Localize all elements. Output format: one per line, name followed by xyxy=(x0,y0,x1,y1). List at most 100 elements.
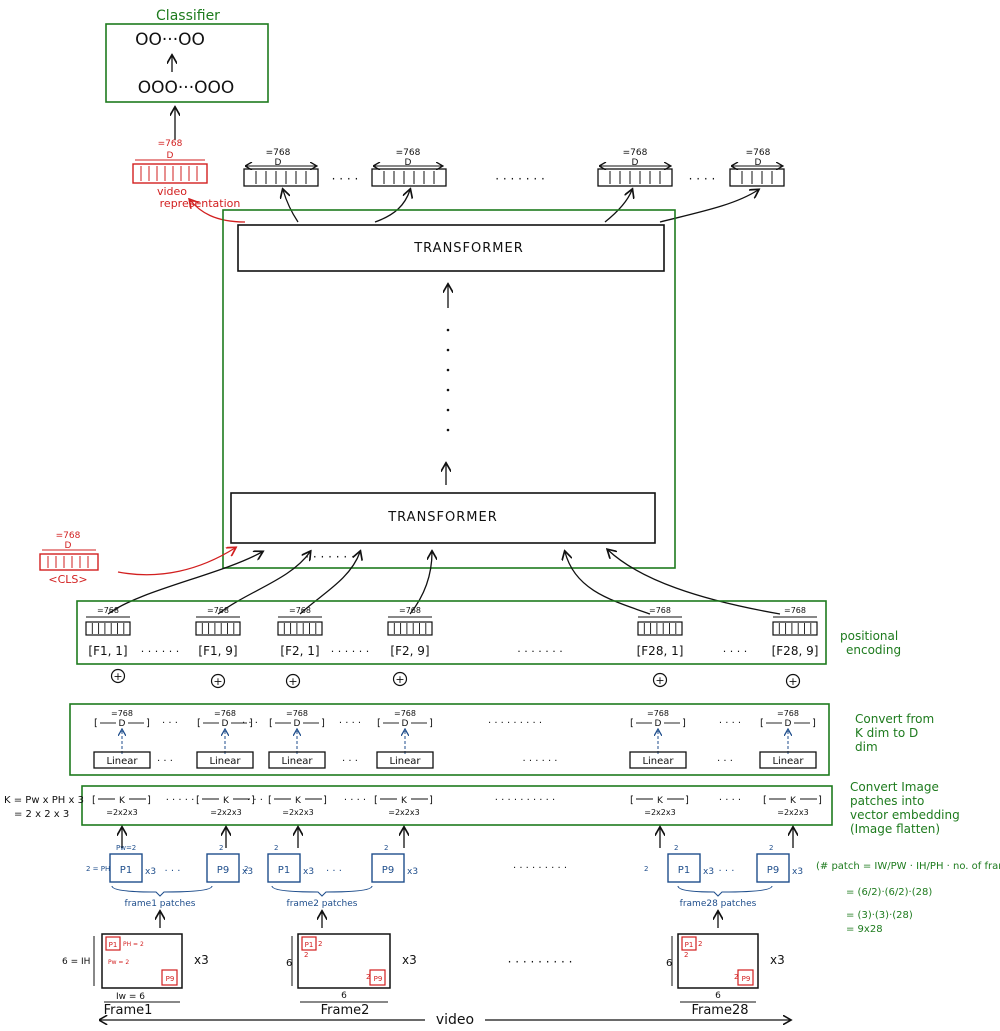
linear-box-unit xyxy=(759,751,817,769)
svg-text:]: ] xyxy=(146,718,150,729)
svg-text:2: 2 xyxy=(734,973,738,981)
svg-text:K: K xyxy=(119,796,126,806)
svg-text:P1: P1 xyxy=(278,865,290,876)
token-vector xyxy=(277,621,323,636)
svg-text:x3: x3 xyxy=(703,867,714,877)
linear-label: Linear xyxy=(642,756,674,767)
svg-text:P9: P9 xyxy=(166,975,175,983)
svg-text:=768: =768 xyxy=(396,148,421,158)
svg-text:· · · · · · · ·: · · · · · · · · · xyxy=(488,718,542,729)
flatten-note-4: (Image flatten) xyxy=(850,822,940,836)
svg-text:K: K xyxy=(790,796,797,806)
svg-text:P9: P9 xyxy=(374,975,383,983)
svg-text:x3: x3 xyxy=(407,867,418,877)
video-rep-vector xyxy=(132,163,208,184)
transformer-stack-box xyxy=(222,209,676,569)
svg-text:]: ] xyxy=(251,795,255,806)
svg-text:P1: P1 xyxy=(120,865,132,876)
video-rep-arrow xyxy=(190,200,246,223)
svg-text:=2x2x3: =2x2x3 xyxy=(777,808,808,817)
patch-count-formula: (# patch = IW/PW · IH/PH · no. of frames… xyxy=(816,861,1000,935)
svg-text:2: 2 xyxy=(674,844,678,852)
input-arrows xyxy=(107,550,781,615)
svg-text:=2x2x3: =2x2x3 xyxy=(388,808,419,817)
svg-text:P9: P9 xyxy=(382,865,394,876)
k-formula-2: = 2 x 2 x 3 xyxy=(14,809,69,820)
frame-box xyxy=(677,933,759,989)
svg-text:x3: x3 xyxy=(242,867,253,877)
svg-text:=2x2x3: =2x2x3 xyxy=(106,808,137,817)
token-vector xyxy=(772,621,818,636)
svg-text:[: [ xyxy=(269,718,273,729)
svg-text:]: ] xyxy=(323,795,327,806)
patch-group-label: frame1 patches xyxy=(125,899,196,909)
positional-label-1: positional xyxy=(840,629,898,643)
flatten-note-3: vector embedding xyxy=(850,808,960,822)
svg-text:x3: x3 xyxy=(402,953,417,967)
transformer-bottom-label: TRANSFORMER xyxy=(387,510,498,525)
positional-plus-signs: ++++++ xyxy=(110,668,801,689)
token-d-size: =768 xyxy=(784,606,806,615)
svg-text:· · · · · · ·: · · · · · · · xyxy=(495,172,545,186)
svg-text:2: 2 xyxy=(244,865,248,873)
svg-text:K: K xyxy=(657,796,664,806)
svg-text:=768: =768 xyxy=(777,709,799,718)
linear-label: Linear xyxy=(281,756,313,767)
token-vector xyxy=(195,621,241,636)
svg-text:2 = PH: 2 = PH xyxy=(86,865,110,873)
svg-text:x3: x3 xyxy=(303,867,314,877)
positional-encoding-block: positional encoding =768[F1, 1]=768[F1, … xyxy=(76,600,901,689)
video-rep-label-1: video xyxy=(157,185,187,198)
cls-token: =768 D <CLS> xyxy=(39,531,235,586)
svg-text:· · ·: · · · xyxy=(242,718,258,729)
cls-arrow xyxy=(117,548,235,576)
svg-text:+: + xyxy=(395,673,404,686)
svg-text:Pw=2: Pw=2 xyxy=(116,844,136,852)
token-d-size: =768 xyxy=(97,606,119,615)
svg-text:· · · · · · · ·: · · · · · · · · · xyxy=(508,955,573,969)
svg-text:· · · ·: · · · · xyxy=(723,645,747,658)
plus-sign-1: + xyxy=(110,668,126,684)
patch-p9 xyxy=(206,853,240,883)
svg-text:2: 2 xyxy=(366,973,370,981)
linear-units: =768D[]Linear=768D[]Linear=768D[]Linear=… xyxy=(93,709,817,769)
svg-text:=768: =768 xyxy=(214,709,236,718)
linear-box-unit xyxy=(376,751,434,769)
svg-text:=768: =768 xyxy=(647,709,669,718)
svg-text:]: ] xyxy=(818,795,822,806)
flatten-note-2: patches into xyxy=(850,794,924,808)
svg-text:[: [ xyxy=(630,795,634,806)
svg-text:2: 2 xyxy=(274,844,278,852)
frame-box xyxy=(101,933,183,989)
svg-text:]: ] xyxy=(147,795,151,806)
linear-note-3: dim xyxy=(855,740,878,754)
svg-text:· · · · · ·: · · · · · · xyxy=(331,645,369,658)
svg-text:=768: =768 xyxy=(56,531,81,541)
svg-text:· · · · · · · · · ·: · · · · · · · · · · xyxy=(495,795,555,806)
svg-text:=768: =768 xyxy=(266,148,291,158)
svg-text:P1: P1 xyxy=(305,941,314,949)
svg-text:=768: =768 xyxy=(623,148,648,158)
patch-p1 xyxy=(667,853,701,883)
svg-text:[: [ xyxy=(374,795,378,806)
video-rep-d-letter: D xyxy=(167,151,174,161)
frame-label: Frame28 xyxy=(691,1003,748,1018)
frame-label: Frame2 xyxy=(321,1003,370,1018)
svg-text:6 = IH: 6 = IH xyxy=(62,957,90,967)
token-vector xyxy=(85,621,131,636)
patch-p9 xyxy=(756,853,790,883)
linear-box-unit xyxy=(196,751,254,769)
linear-box-unit xyxy=(93,751,151,769)
svg-text:K: K xyxy=(295,796,302,806)
svg-text:]: ] xyxy=(685,795,689,806)
patch-p1 xyxy=(267,853,301,883)
svg-text:P1: P1 xyxy=(685,941,694,949)
plus-sign-5: + xyxy=(652,672,668,688)
classifier-input-nodes: OOO···OOO xyxy=(138,78,235,98)
